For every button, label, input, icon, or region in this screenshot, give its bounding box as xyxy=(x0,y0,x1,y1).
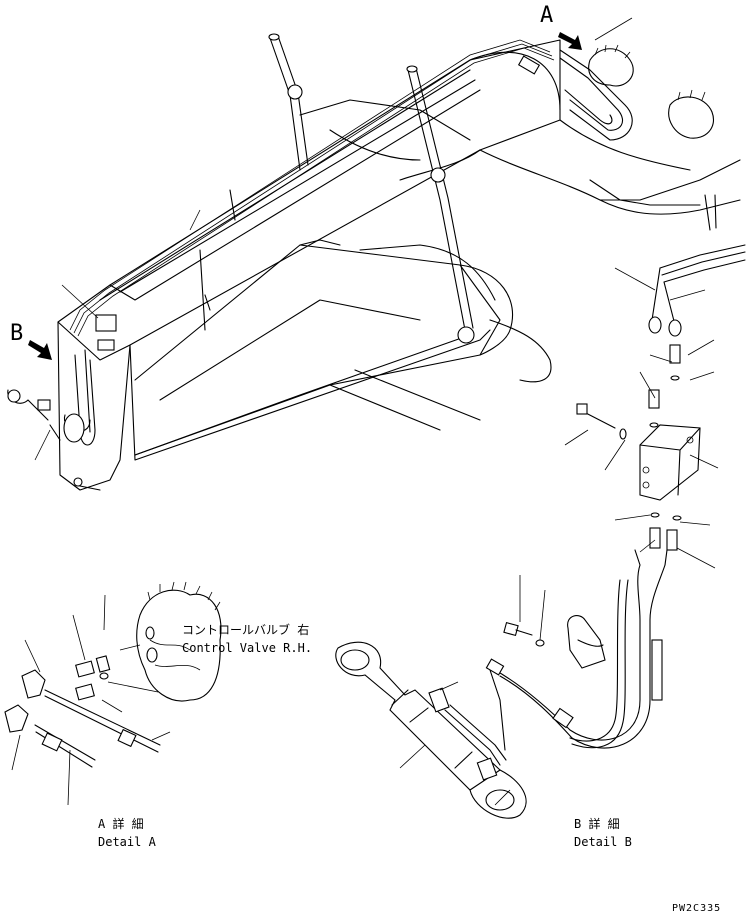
detail-b: B 詳 細 Detail B xyxy=(335,549,668,849)
view-a-arrow xyxy=(558,32,582,50)
main-frame-assembly xyxy=(7,17,746,491)
exploded-valve-block xyxy=(564,267,719,569)
view-markers: A B xyxy=(10,3,582,360)
detail-b-jp: B 詳 細 xyxy=(574,816,620,831)
detail-a: コントロールバルブ 右 Control Valve R.H. A 詳 細 Det… xyxy=(4,581,312,849)
detail-b-en: Detail B xyxy=(574,835,632,849)
detail-a-en: Detail A xyxy=(98,835,157,849)
view-a-label: A xyxy=(540,3,553,28)
control-valve-en: Control Valve R.H. xyxy=(182,641,312,655)
view-b-label: B xyxy=(10,321,23,346)
detail-a-jp: A 詳 細 xyxy=(98,816,144,831)
control-valve-jp: コントロールバルブ 右 xyxy=(182,622,309,637)
drawing-code: PW2C335 xyxy=(672,903,721,914)
view-b-arrow xyxy=(28,340,52,360)
